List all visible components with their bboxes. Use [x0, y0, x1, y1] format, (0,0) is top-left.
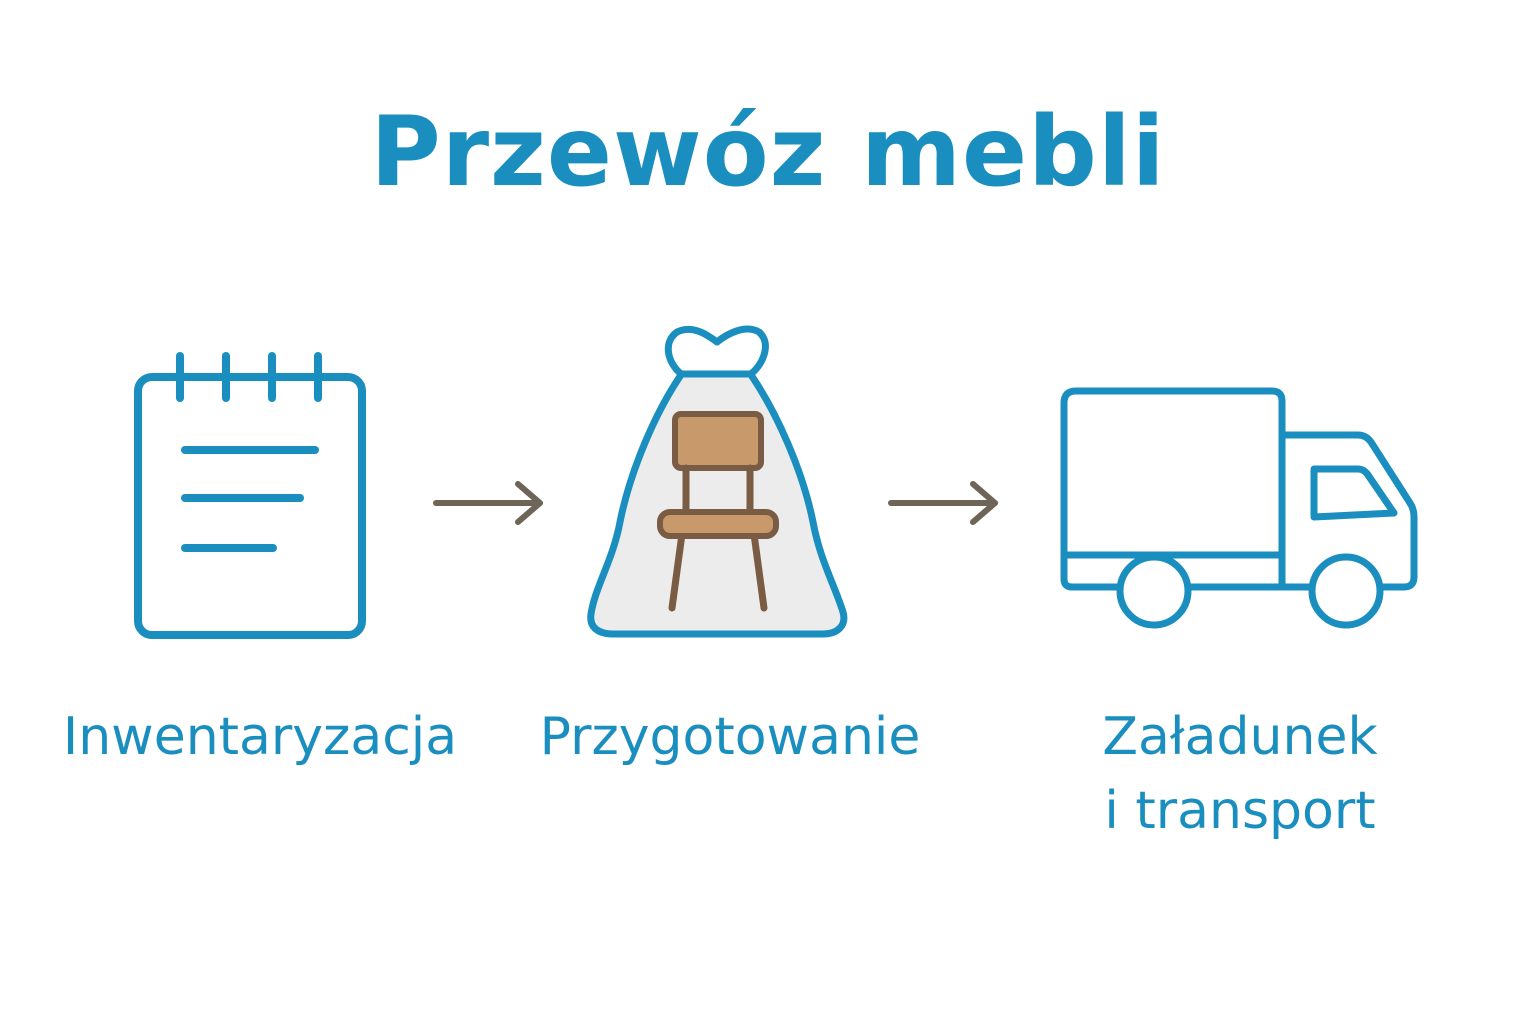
step-label-text: Przygotowanie — [539, 707, 921, 767]
step-label-line-2: i transport — [1104, 781, 1376, 841]
step-label-line-1: Załadunek — [1102, 707, 1378, 767]
wrapped-chair-icon — [587, 325, 848, 638]
arrow-right-icon — [433, 481, 543, 525]
step-label-text: Inwentaryzacja — [62, 707, 458, 767]
step-label-inventory: Inwentaryzacja — [30, 700, 490, 774]
diagram-title: Przewóz mebli — [370, 96, 1166, 208]
truck-icon — [1060, 387, 1418, 629]
step-label-preparation: Przygotowanie — [500, 700, 960, 774]
arrow-right-icon — [888, 481, 998, 525]
step-label-loading-transport: Załadunek i transport — [1010, 700, 1470, 848]
notepad-icon — [134, 352, 366, 639]
